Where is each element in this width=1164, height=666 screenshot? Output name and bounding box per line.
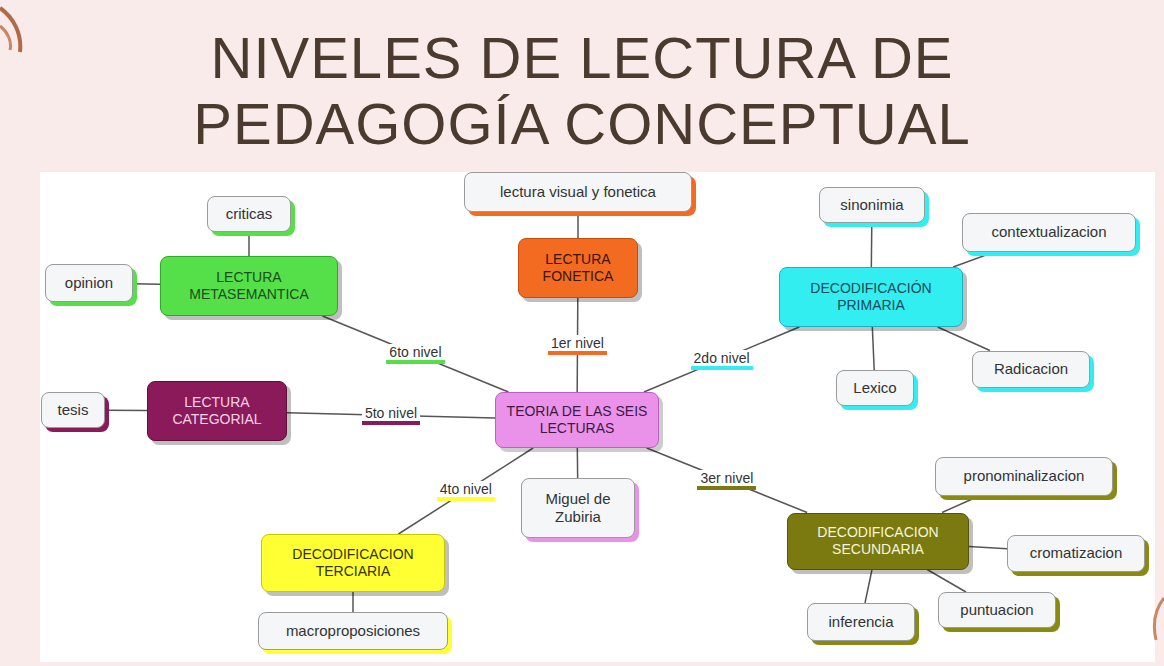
node-text: Lexico	[853, 379, 896, 397]
connector-line	[953, 252, 995, 268]
leaf-box: puntuacion	[938, 592, 1056, 628]
level-box: LECTURA FONETICA	[518, 238, 638, 298]
connector-line	[969, 547, 1007, 549]
leaf-box: pronominalizacion	[935, 457, 1113, 496]
node-text: lectura visual y fonetica	[500, 183, 656, 201]
level-label: 1er nivel	[548, 335, 607, 355]
connector-line	[938, 327, 990, 351]
leaf-box: inferencia	[807, 603, 915, 641]
connector-line	[322, 316, 508, 392]
node-text: puntuacion	[960, 601, 1033, 619]
connector-line	[398, 448, 533, 534]
leaf-box: cromatizacion	[1007, 535, 1145, 572]
connector-line	[865, 570, 872, 604]
level-label: 2do nivel	[691, 350, 753, 370]
level-label: 5to nivel	[362, 405, 420, 425]
connector-line	[872, 327, 874, 370]
leaf-box: Lexico	[836, 370, 914, 406]
leaf-box: sinonimia	[819, 187, 925, 223]
decor-leaf	[0, 8, 20, 52]
slide-title: NIVELES DE LECTURA DE PEDAGOGÍA CONCEPTU…	[122, 25, 1042, 157]
connector-line	[577, 212, 579, 238]
connector-line	[644, 327, 799, 392]
node-text: LECTURA FONETICA	[525, 251, 631, 285]
level-label: 3er nivel	[697, 470, 756, 490]
node-text: tesis	[58, 401, 89, 419]
node-text: inferencia	[828, 613, 893, 631]
node-text: criticas	[226, 205, 273, 223]
decor-leaf	[1154, 598, 1164, 640]
level-box: DECODIFICACION SECUNDARIA	[787, 513, 969, 570]
level-label: 6to nivel	[386, 344, 444, 364]
connector-line	[133, 283, 160, 285]
level-label: 4to nivel	[437, 481, 495, 501]
node-text: macroproposiciones	[286, 622, 420, 640]
decor-leaf	[0, 26, 11, 50]
title-block: NIVELES DE LECTURA DE PEDAGOGÍA CONCEPTU…	[122, 25, 1042, 157]
leaf-box: macroproposiciones	[258, 612, 448, 650]
connector-line	[248, 232, 250, 256]
level-box: LECTURA CATEGORIAL	[147, 381, 287, 441]
connector-line	[577, 448, 579, 478]
node-text: LECTURA CATEGORIAL	[154, 394, 280, 428]
leaf-box: Miguel de Zubiria	[521, 478, 635, 538]
connector-line	[352, 592, 354, 612]
level-box: LECTURA METASEMANTICA	[160, 256, 338, 316]
central-box: TEORIA DE LAS SEIS LECTURAS	[495, 392, 659, 448]
leaf-box: lectura visual y fonetica	[464, 172, 692, 212]
connector-line	[647, 448, 807, 513]
diagram-panel	[40, 172, 1155, 662]
level-box: DECODIFICACION TERCIARIA	[261, 534, 445, 592]
node-text: TEORIA DE LAS SEIS LECTURAS	[502, 403, 652, 437]
connector-line	[927, 570, 966, 593]
leaf-box: tesis	[41, 392, 105, 428]
node-text: Radicacion	[994, 360, 1068, 378]
node-text: opinion	[65, 274, 113, 292]
leaf-box: opinion	[45, 264, 133, 302]
leaf-box: contextualizacion	[962, 213, 1136, 252]
level-box: DECODIFICACIÓN PRIMARIA	[779, 267, 963, 327]
connector-line	[942, 496, 980, 513]
node-text: Miguel de Zubiria	[528, 490, 628, 526]
node-text: sinonimia	[840, 196, 903, 214]
node-text: DECODIFICACION TERCIARIA	[268, 546, 438, 580]
node-text: contextualizacion	[991, 223, 1106, 241]
node-text: cromatizacion	[1030, 544, 1123, 562]
connector-line	[105, 409, 147, 411]
node-text: DECODIFICACION SECUNDARIA	[794, 524, 962, 558]
node-text: LECTURA METASEMANTICA	[167, 269, 331, 303]
connector-line	[871, 223, 873, 267]
node-text: DECODIFICACIÓN PRIMARIA	[786, 280, 956, 314]
leaf-box: criticas	[207, 196, 291, 232]
leaf-box: Radicacion	[972, 351, 1090, 388]
node-text: pronominalizacion	[964, 467, 1085, 485]
